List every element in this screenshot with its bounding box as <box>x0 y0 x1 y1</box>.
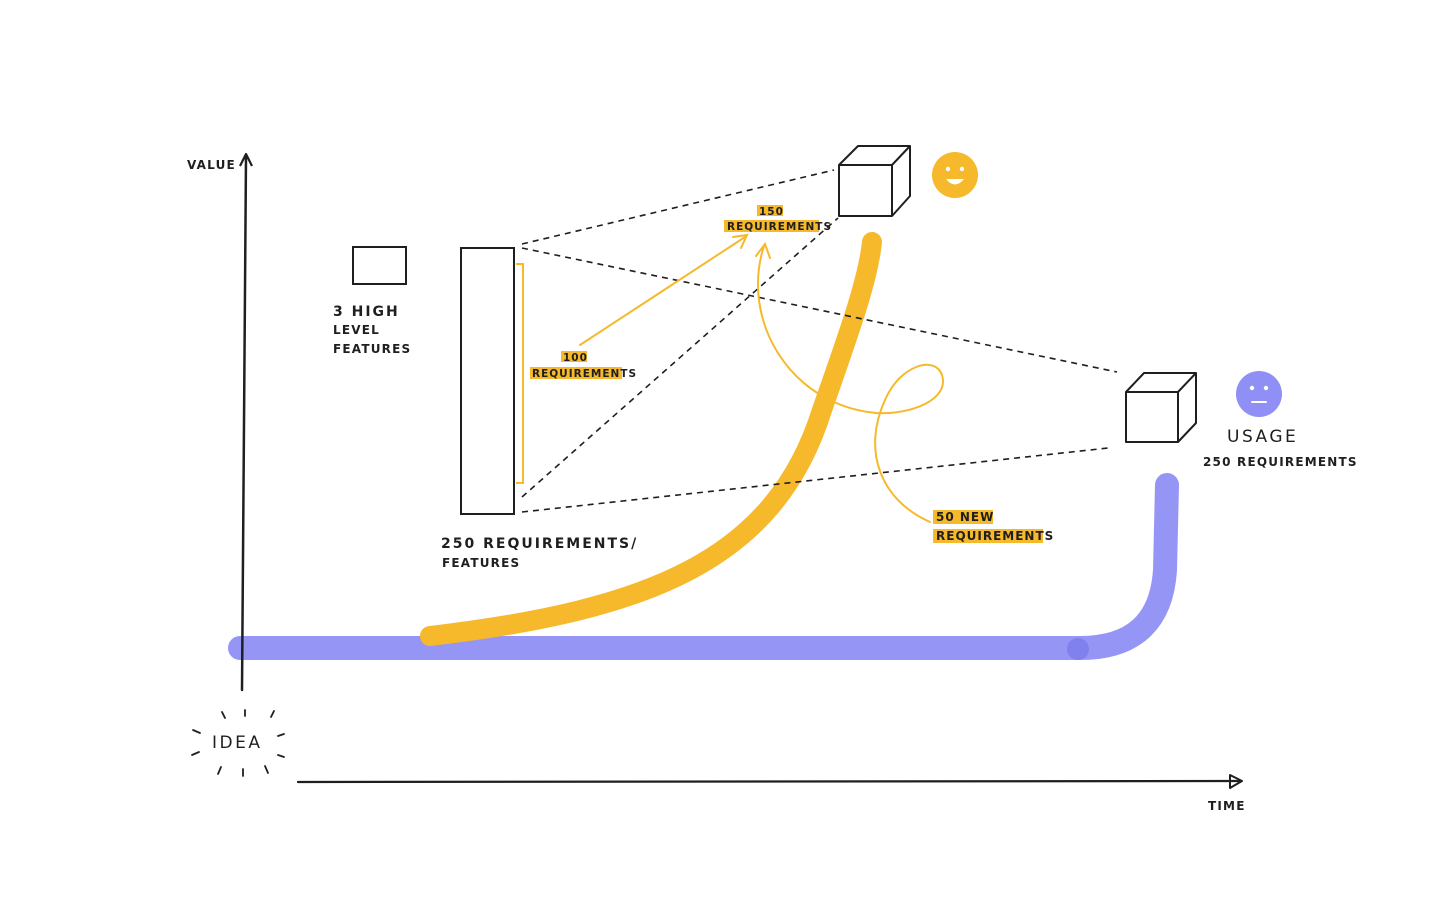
happy-face-icon <box>932 152 978 198</box>
x-axis <box>296 774 1243 789</box>
usage-subtitle: 250 REQUIREMENTS <box>1203 455 1358 469</box>
tag-100-requirements: 100 REQUIREMENTS <box>530 351 637 380</box>
idea-burst-icon <box>191 709 285 777</box>
tag-100-line1: 100 <box>563 352 588 364</box>
y-axis-label: VALUE <box>187 158 236 172</box>
product-cube-top <box>838 145 911 217</box>
features-label-line2: LEVEL <box>333 323 380 337</box>
features-label-line3: FEATURES <box>333 342 411 356</box>
high-level-features-box <box>352 246 407 285</box>
requirements-bracket <box>516 263 524 484</box>
features-label-line1: 3 HIGH <box>333 304 400 320</box>
arrow-100-to-150 <box>579 233 749 346</box>
tag-50-line2: REQUIREMENTS <box>936 529 1054 543</box>
requirements-label-line1: 250 REQUIREMENTS/ <box>441 536 638 552</box>
projection-lines <box>521 169 1118 513</box>
tag-150-requirements: 150 REQUIREMENTS <box>724 205 832 233</box>
neutral-face-icon <box>1236 371 1282 417</box>
tag-50-line1: 50 NEW <box>936 510 994 524</box>
y-axis <box>239 152 253 692</box>
purple-usage-line <box>228 473 1179 660</box>
arrow-loop-new-requirements <box>755 241 945 523</box>
requirements-block <box>460 247 515 515</box>
yellow-growth-curve <box>420 232 882 646</box>
x-axis-label: TIME <box>1208 799 1246 813</box>
tag-50-new-requirements: 50 NEW REQUIREMENTS <box>933 510 1054 543</box>
requirements-label-line2: FEATURES <box>442 556 520 570</box>
idea-label: IDEA <box>212 733 262 753</box>
tag-100-line2: REQUIREMENTS <box>532 368 637 380</box>
tag-150-line2: REQUIREMENTS <box>727 221 832 233</box>
tag-150-line1: 150 <box>759 206 784 218</box>
usage-title: USAGE <box>1227 427 1298 447</box>
product-cube-usage <box>1125 372 1197 443</box>
